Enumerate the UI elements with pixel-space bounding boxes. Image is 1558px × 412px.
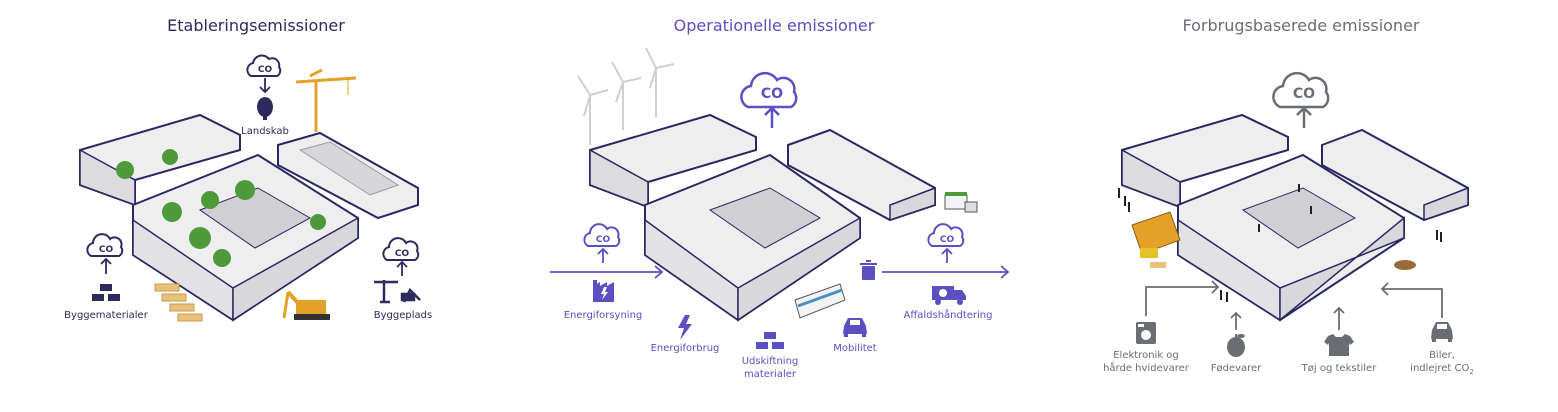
people-illustration [1118, 184, 1442, 302]
crane-icon [374, 280, 421, 304]
building-block-back-right [787, 128, 936, 222]
label-site: Byggeplads [373, 310, 433, 321]
operational-illustration: CO CO CO [550, 47, 1010, 349]
bricks-icon [756, 332, 784, 349]
label-energy-use: Energiforbrug [650, 343, 720, 354]
building-block-back-right [1321, 128, 1469, 222]
label-materials: Byggematerialer [64, 310, 148, 321]
label-clothing: Tøj og tekstiler [1301, 363, 1377, 374]
crane-illustration [295, 68, 357, 132]
wind-turbines [577, 47, 675, 145]
apple-icon [1227, 334, 1245, 357]
building-block-back-left [1121, 113, 1289, 209]
panel-operational: Operationelle emissioner [520, 0, 1040, 412]
label-replacement-line2: materialer [743, 369, 796, 380]
svg-text:CO: CO [761, 86, 783, 102]
excavator-illustration [282, 290, 330, 320]
trees [116, 149, 326, 267]
pallets-illustration [154, 283, 203, 322]
label-cars-line2-text: indlejret CO [1410, 363, 1470, 374]
svg-text:CO: CO [395, 249, 410, 259]
panel-consumption: Forbrugsbaserede emissioner [1040, 0, 1558, 412]
svg-text:CO: CO [596, 235, 611, 245]
panel-embodied: Etableringsemissioner [0, 0, 520, 412]
label-waste: Affaldshåndtering [903, 310, 993, 321]
label-food: Fødevarer [1210, 363, 1262, 374]
lightning-icon [678, 315, 692, 340]
svg-text:CO: CO [940, 235, 955, 245]
car-icon [843, 318, 867, 337]
co2-cloud-icon: CO [246, 54, 282, 77]
co2-cloud-icon: CO [1272, 71, 1330, 109]
co2-subscript: 2 [1469, 368, 1474, 376]
bus-illustration [794, 283, 846, 319]
label-energy-supply: Energiforsyning [563, 310, 643, 321]
panel-title-operational: Operationelle emissioner [673, 16, 875, 35]
garbage-truck-illustration [944, 192, 978, 213]
building-block-front [132, 153, 359, 322]
co2-cloud-icon: CO [927, 223, 965, 247]
label-landscape: Landskab [241, 126, 289, 137]
recycle-truck-icon [932, 286, 966, 305]
label-replacement-line1: Udskiftning [741, 356, 799, 367]
consumption-illustration: CO [1118, 71, 1469, 357]
label-electronics: Elektronik og hårde hvidevarer [1096, 349, 1196, 375]
building-block-back-left [589, 113, 757, 209]
co2-cloud-icon: CO [740, 71, 798, 109]
svg-text:CO: CO [1293, 86, 1315, 102]
embodied-illustration: CO CO CO [79, 54, 421, 322]
tshirt-icon [1324, 334, 1354, 356]
svg-text:CO: CO [99, 245, 114, 255]
panel-title-consumption: Forbrugsbaserede emissioner [1182, 16, 1420, 35]
car-icon [1431, 322, 1453, 342]
label-mobility: Mobilitet [833, 343, 877, 354]
panel-title-embodied: Etableringsemissioner [167, 16, 345, 35]
co2-cloud-icon: CO [583, 223, 621, 247]
trash-icon [860, 260, 877, 280]
truck-illustration [1131, 211, 1181, 268]
washing-machine-icon [1136, 322, 1156, 344]
building-block-front [1177, 153, 1405, 322]
label-replacement: Udskiftning materialer [725, 355, 815, 381]
factory-icon [593, 280, 614, 302]
svg-text:CO: CO [258, 65, 273, 75]
building-block-back-right [277, 131, 419, 220]
label-cars: Biler, indlejret CO2 [1404, 349, 1480, 379]
tree-icon [257, 97, 273, 120]
label-electronics-line2: hårde hvidevarer [1103, 363, 1189, 374]
co2-cloud-icon: CO [86, 233, 124, 257]
label-cars-line1: Biler, [1429, 350, 1455, 361]
label-cars-line2: indlejret CO2 [1404, 362, 1480, 379]
car-illustration [1394, 260, 1416, 270]
building-block-front [644, 153, 861, 322]
label-electronics-line1: Elektronik og [1113, 350, 1179, 361]
bricks-icon [92, 284, 120, 301]
co2-cloud-icon: CO [382, 237, 420, 261]
